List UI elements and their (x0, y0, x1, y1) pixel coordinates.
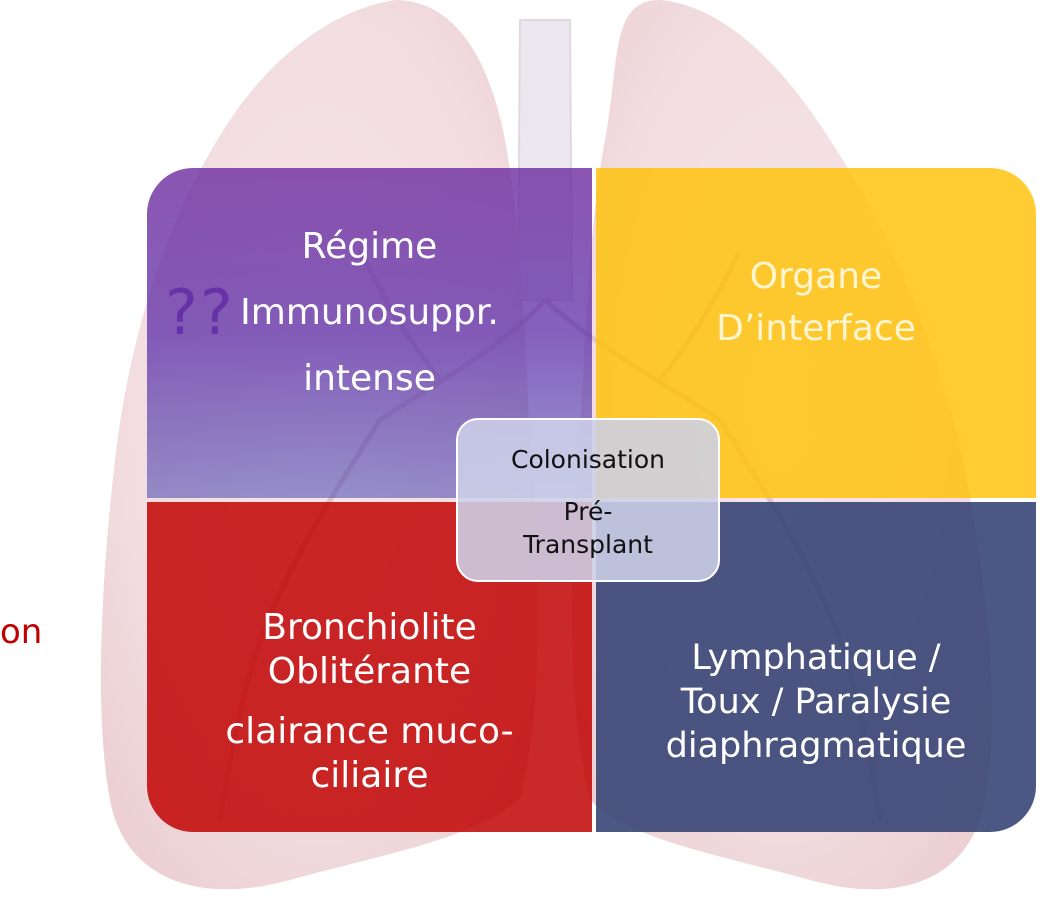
quadrant-tl-line-1: Régime (240, 214, 499, 280)
quadrant-tr-line-2: D’interface (716, 303, 916, 355)
quadrant-br-line-2: Toux / Paralysie (666, 680, 967, 724)
quadrant-tr-line-1: Organe (716, 251, 916, 303)
partial-word-label: on (0, 612, 42, 652)
quadrant-bl-line-4: ciliaire (225, 754, 513, 798)
center-colonisation-box: Colonisation Pré- Transplant (456, 418, 720, 582)
quadrant-bl-line-1: Bronchiolite (225, 606, 513, 650)
quadrant-bl-line-2: Oblitérante (225, 650, 513, 694)
center-line-1: Colonisation (511, 440, 665, 480)
center-line-3: Transplant (523, 530, 653, 560)
quadrant-bl-line-3: clairance muco- (225, 710, 513, 754)
center-line-2: Pré- (564, 494, 613, 530)
quadrant-br-line-1: Lymphatique / (666, 636, 967, 680)
quadrant-tl-line-2: Immunosuppr. (240, 280, 499, 346)
quadrant-tl-line-3: intense (240, 346, 499, 412)
quadrant-br-line-3: diaphragmatique (666, 724, 967, 768)
